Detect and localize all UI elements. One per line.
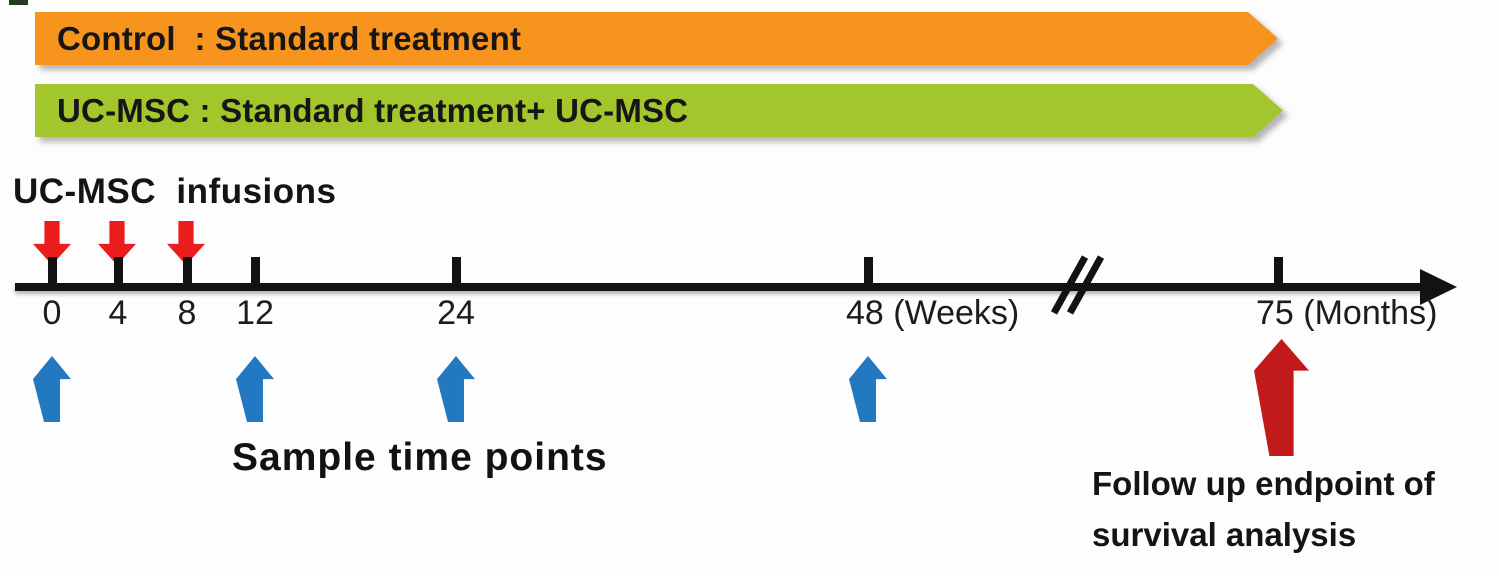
- control-banner-arrow-shape: Control : Standard treatment: [35, 12, 1278, 65]
- tick-label-0: 0: [42, 294, 62, 332]
- endpoint-label-line1: Follow up endpoint of: [1092, 465, 1435, 502]
- tick-week-4: [114, 257, 123, 284]
- timeline-axis: [15, 283, 1428, 291]
- ucmsc-banner-label: UC-MSC : Standard treatment+ UC-MSC: [57, 91, 689, 129]
- ucmsc-banner-arrow-shape: UC-MSC : Standard treatment+ UC-MSC: [35, 84, 1283, 137]
- infusions-title: UC-MSC infusions: [13, 172, 337, 211]
- control-banner-label: Control : Standard treatment: [57, 19, 522, 57]
- tick-label-12: 12: [236, 294, 274, 332]
- tick-label-75-months: 75 (Months): [1256, 294, 1438, 332]
- tick-label-24: 24: [437, 294, 475, 332]
- tick-week-8: [183, 257, 192, 284]
- sample-arrow-week-12-icon: [236, 356, 274, 422]
- tick-month-75: [1274, 257, 1283, 284]
- tick-week-12: [251, 257, 260, 284]
- tick-label-8: 8: [177, 294, 197, 332]
- tick-week-48: [864, 257, 873, 284]
- endpoint-label: Follow up endpoint of survival analysis: [1092, 458, 1435, 560]
- endpoint-arrow-month-75-icon: [1254, 339, 1309, 456]
- ucmsc-arm-banner: UC-MSC : Standard treatment+ UC-MSC: [35, 84, 1283, 137]
- sample-time-points-label: Sample time points: [232, 436, 608, 479]
- tick-week-0: [48, 257, 57, 284]
- sample-arrow-week-24-icon: [437, 356, 475, 422]
- sample-arrow-week-48-icon: [849, 356, 887, 422]
- control-arm-banner: Control : Standard treatment: [35, 12, 1278, 65]
- cropped-edge-artifact: [9, 0, 28, 5]
- tick-label-48-weeks: 48 (Weeks): [846, 294, 1020, 332]
- sample-arrow-week-0-icon: [33, 356, 71, 422]
- tick-label-4: 4: [108, 294, 128, 332]
- tick-week-24: [452, 257, 461, 284]
- endpoint-label-line2: survival analysis: [1092, 516, 1357, 553]
